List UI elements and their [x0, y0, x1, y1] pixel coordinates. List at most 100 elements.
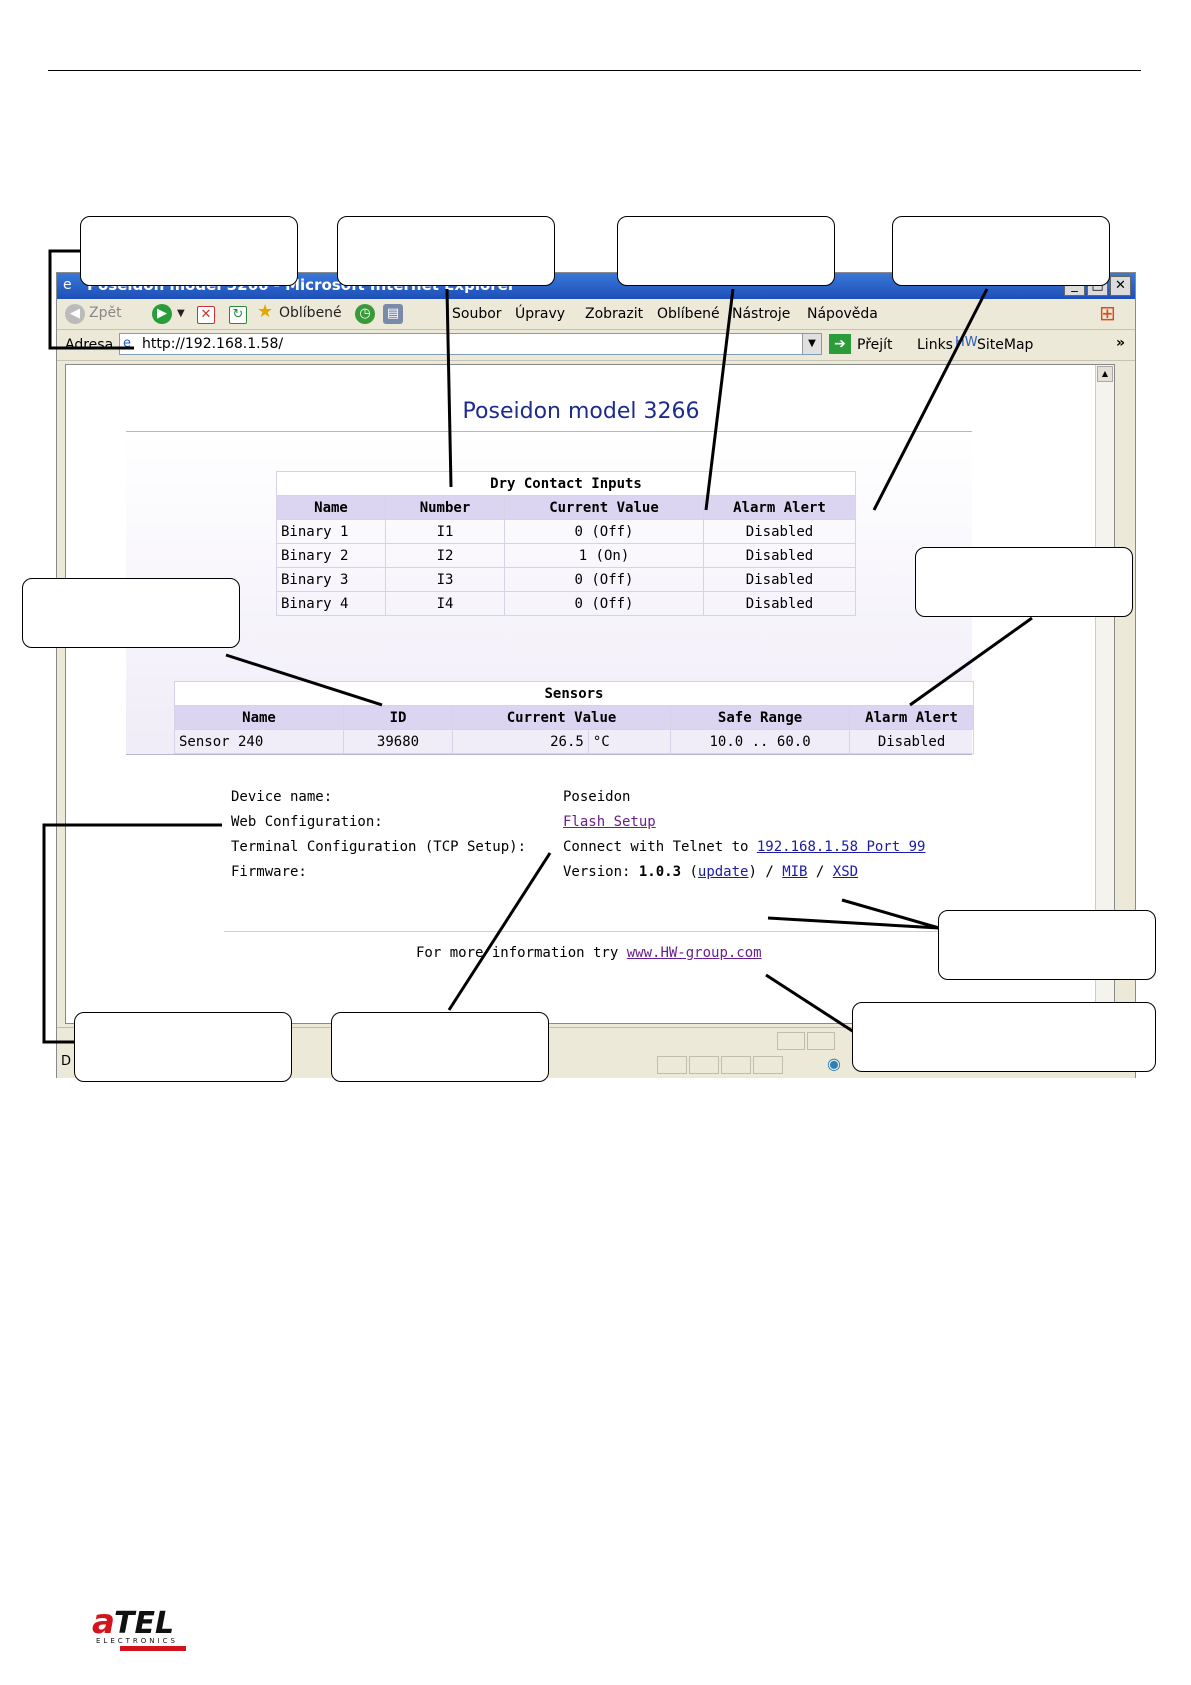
terminal-config-label: Terminal Configuration (TCP Setup):	[231, 839, 527, 855]
terminal-prefix: Connect with Telnet to	[563, 839, 749, 855]
status-text: D	[61, 1054, 72, 1069]
stop-icon[interactable]: ✕	[197, 306, 215, 324]
input-name: Binary 4	[276, 591, 386, 616]
status-cell	[657, 1056, 687, 1074]
sensor-unit: °C	[587, 729, 672, 754]
sitemap-link[interactable]: SiteMap	[977, 337, 1034, 353]
callout-box	[938, 910, 1156, 980]
telnet-link[interactable]: 192.168.1.58 Port 99	[756, 839, 926, 855]
input-value: 1 (On)	[504, 543, 704, 568]
favorites-button-label[interactable]: Oblíbené	[279, 305, 342, 321]
callout-box	[80, 216, 298, 286]
mib-link[interactable]: MIB	[782, 864, 808, 880]
input-name: Binary 3	[276, 567, 386, 592]
menu-file[interactable]: Soubor	[452, 306, 502, 322]
refresh-icon[interactable]: ↻	[229, 306, 247, 324]
status-cell	[807, 1032, 835, 1050]
callout-box	[915, 547, 1133, 617]
col-current-value: Current Value	[504, 495, 704, 520]
go-button-label[interactable]: Přejít	[857, 337, 893, 353]
input-number: I3	[385, 567, 505, 592]
status-cell	[721, 1056, 751, 1074]
toolbar: ◀ Zpět ▶ ▼ ✕ ↻ ★ Oblíbené ◷ ▤ Soubor Úpr…	[57, 299, 1135, 330]
callout-box	[331, 1012, 549, 1082]
page-title: Poseidon model 3266	[462, 399, 700, 424]
col-alarm-alert: Alarm Alert	[849, 705, 974, 730]
menu-help[interactable]: Nápověda	[807, 306, 878, 322]
table-row: Sensor 240 39680 26.5 °C 10.0 .. 60.0 Di…	[174, 729, 974, 754]
input-number: I1	[385, 519, 505, 544]
atel-logo: a TEL ELECTRONICS	[92, 1603, 186, 1651]
update-link[interactable]: update	[697, 864, 749, 880]
table-row: Binary 4 I4 0 (Off) Disabled	[276, 591, 856, 616]
firmware-version: 1.0.3	[638, 864, 682, 880]
callout-box	[852, 1002, 1156, 1072]
info-divider	[224, 931, 1074, 932]
forward-icon[interactable]: ▶	[152, 304, 172, 324]
address-dropdown-icon[interactable]: ▼	[802, 334, 821, 354]
callout-box	[74, 1012, 292, 1082]
history-icon[interactable]: ◷	[355, 304, 375, 324]
forward-dropdown-icon[interactable]: ▼	[177, 308, 185, 319]
links-label[interactable]: Links	[917, 337, 953, 353]
col-id: ID	[343, 705, 453, 730]
device-name-label: Device name:	[231, 789, 333, 805]
browser-window: e Poseidon model 3266 - Microsoft Intern…	[56, 272, 1136, 1078]
internet-zone-icon: ◉	[827, 1054, 841, 1073]
close-button[interactable]: ✕	[1110, 276, 1131, 296]
back-icon[interactable]: ◀	[65, 304, 85, 324]
sensors-table: Sensors Name ID Current Value Safe Range…	[174, 681, 974, 754]
terminal-config-value: Connect with Telnet to 192.168.1.58 Port…	[563, 839, 925, 855]
firmware-label: Firmware:	[231, 864, 307, 880]
input-number: I4	[385, 591, 505, 616]
device-name-value: Poseidon	[563, 789, 631, 805]
menu-edit[interactable]: Úpravy	[515, 306, 566, 322]
input-alert: Disabled	[703, 543, 856, 568]
input-alert: Disabled	[703, 519, 856, 544]
flash-setup-link[interactable]: Flash Setup	[563, 814, 656, 830]
svg-text:TEL: TEL	[114, 1606, 174, 1641]
sensors-caption: Sensors	[174, 681, 974, 706]
sensor-value: 26.5	[452, 729, 589, 754]
sensor-range: 10.0 .. 60.0	[670, 729, 851, 754]
ie-app-icon: e	[63, 277, 72, 293]
sensor-alert: Disabled	[849, 729, 974, 754]
status-cell	[753, 1056, 783, 1074]
col-name: Name	[276, 495, 386, 520]
status-cell	[689, 1056, 719, 1074]
xsd-link[interactable]: XSD	[832, 864, 859, 880]
media-icon[interactable]: ▤	[383, 304, 403, 324]
menu-view[interactable]: Zobrazit	[585, 306, 644, 322]
footer-text: For more information try www.HW-group.co…	[416, 945, 762, 961]
svg-text:ELECTRONICS: ELECTRONICS	[96, 1637, 178, 1645]
sensor-id: 39680	[343, 729, 453, 754]
page-top-rule	[48, 70, 1141, 71]
col-current-value: Current Value	[451, 705, 672, 730]
more-chevron-icon[interactable]: »	[1115, 335, 1125, 351]
callout-box	[617, 216, 835, 286]
back-button-label[interactable]: Zpět	[89, 305, 122, 321]
footer-prefix: For more information try	[416, 945, 619, 961]
hw-group-link[interactable]: www.HW-group.com	[626, 945, 762, 961]
menu-tools[interactable]: Nástroje	[732, 306, 791, 322]
firmware-value: Version: 1.0.3 (update) / MIB / XSD	[563, 864, 859, 880]
input-value: 0 (Off)	[504, 567, 704, 592]
firmware-prefix: Version:	[563, 864, 631, 880]
vertical-scrollbar[interactable]: ▲	[1095, 365, 1114, 1023]
address-bar: Adresa e http://192.168.1.58/ ▼ ➔ Přejít…	[57, 330, 1135, 361]
callout-box	[337, 216, 555, 286]
callout-box	[22, 578, 240, 648]
menu-favorites[interactable]: Oblíbené	[657, 306, 720, 322]
input-name: Binary 2	[276, 543, 386, 568]
dry-contacts-caption: Dry Contact Inputs	[276, 471, 856, 496]
address-input[interactable]: e http://192.168.1.58/ ▼	[119, 333, 822, 355]
input-alert: Disabled	[703, 591, 856, 616]
page-icon: e	[123, 336, 131, 351]
scroll-up-icon[interactable]: ▲	[1097, 366, 1113, 382]
favorites-star-icon[interactable]: ★	[257, 301, 274, 322]
go-icon[interactable]: ➔	[829, 334, 851, 354]
col-safe-range: Safe Range	[670, 705, 851, 730]
address-url: http://192.168.1.58/	[142, 336, 284, 352]
web-config-label: Web Configuration:	[231, 814, 383, 830]
